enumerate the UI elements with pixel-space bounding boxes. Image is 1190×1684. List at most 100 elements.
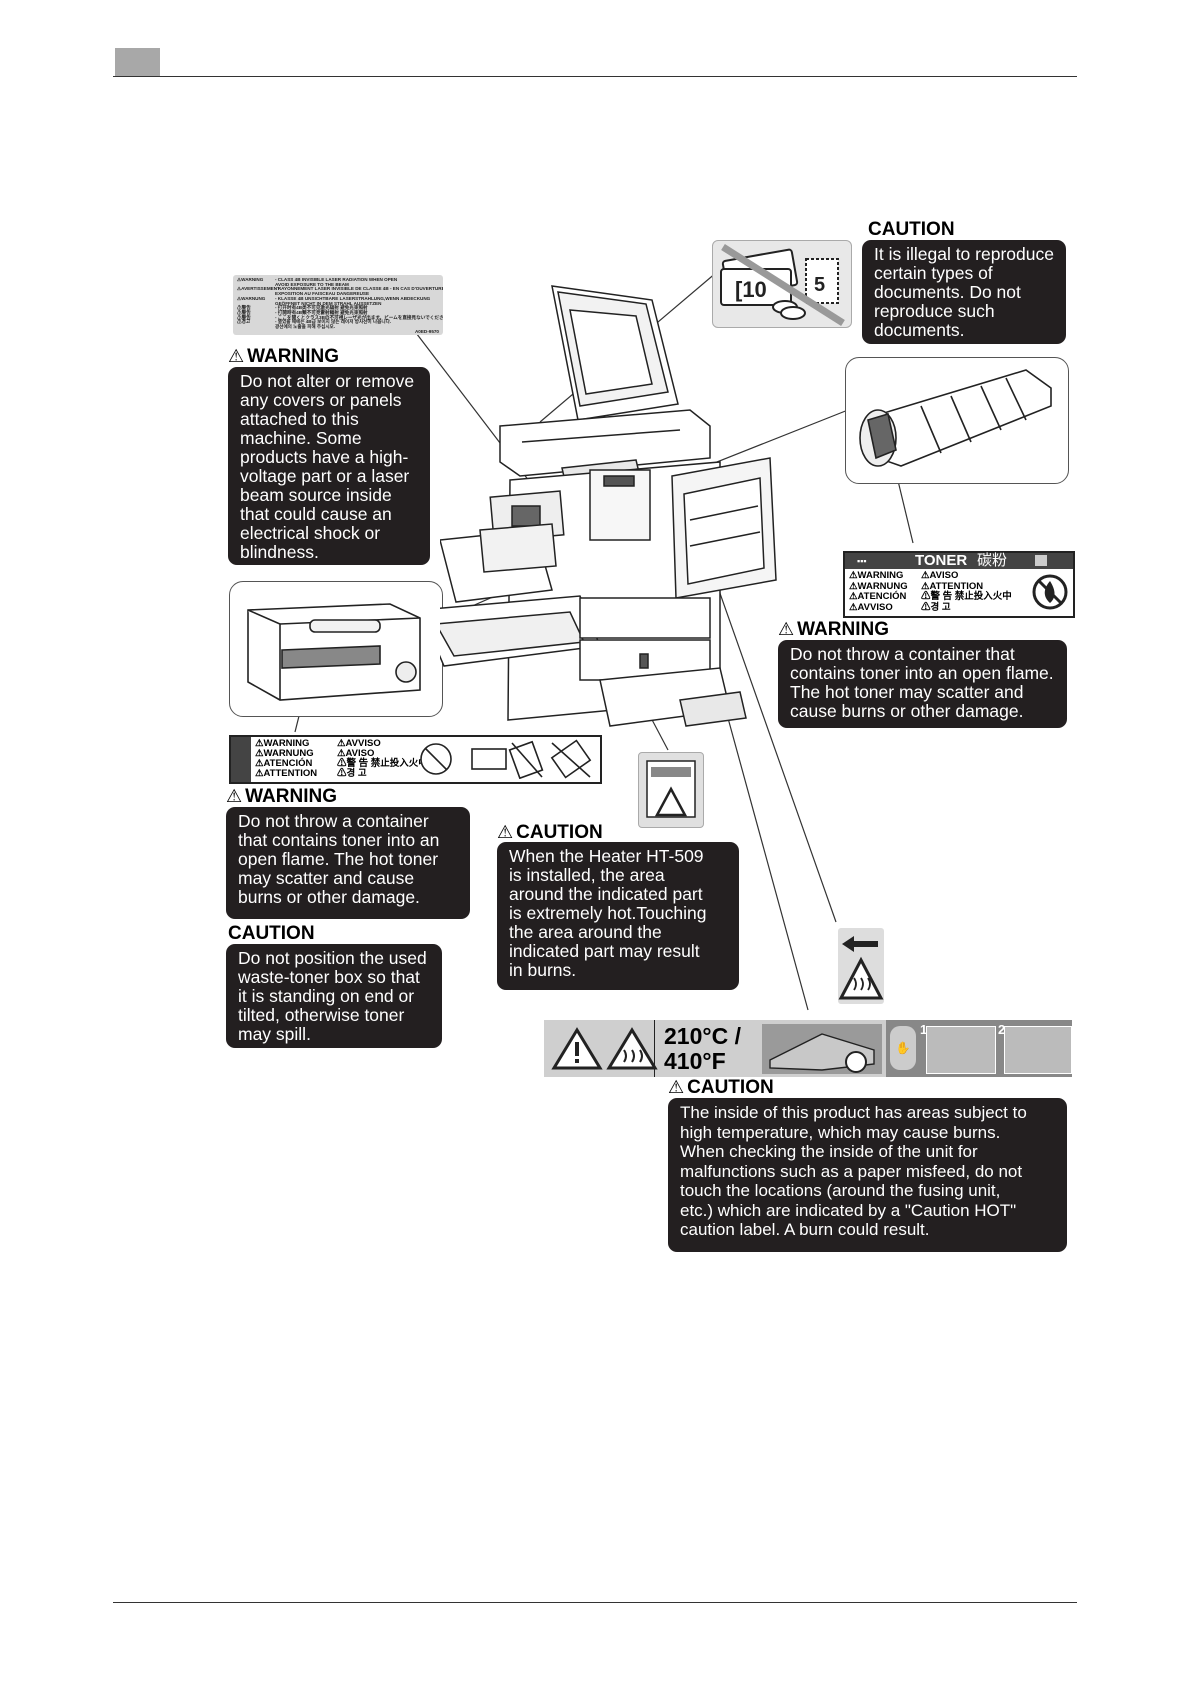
laser-label-row: ⚠AVERTISSEMENT- RAYONNEMENT LASER INVISI… xyxy=(237,286,443,292)
waste-box-slot xyxy=(479,523,557,573)
laser-label-row: ⚠警告 - 打開時有4B類不可見雷射輻射 避免光束照射 xyxy=(237,309,439,316)
coin-icon xyxy=(772,300,806,320)
svg-text:[10: [10 xyxy=(735,277,767,302)
scanner-bed xyxy=(499,409,711,477)
toner-label: ▪▪▪ TONER 碳粉 ⚠WARNING ⚠WARNUNG ⚠ATENCIÓN… xyxy=(843,551,1075,618)
no-touch-icon xyxy=(845,1051,867,1073)
laser-label-text: - 열었을 때에는 4B급 보이지 않는 레이저 방사선이 나옵니다. xyxy=(275,319,392,325)
laser-label-row: ⚠警告 - 打开时有4B类不可见激光辐射 避免光束照射 xyxy=(237,305,439,311)
warning-triangle-icon xyxy=(654,786,688,817)
warning-triangle-icon: ⚠ xyxy=(778,619,795,639)
temp-label-divider xyxy=(654,1020,655,1077)
laser-label-lang: ⚠警告 xyxy=(237,305,251,311)
toner-bottle-illustration xyxy=(845,357,1069,484)
no-fire-icon xyxy=(1032,574,1068,610)
heater-location xyxy=(639,653,649,669)
laser-label-lang: ⚠AVERTISSEMENT xyxy=(237,286,280,292)
toner-cartridge-highlight xyxy=(511,505,541,527)
laser-label-row: ⚠WARNING - CLASS 4B INVISIBLE LASER RADIA… xyxy=(237,277,439,283)
laser-label-text: - KLASSE 4B UNSICHTBARE LASERSTRAHLUNG,W… xyxy=(275,295,431,301)
waste-toner-box-illustration xyxy=(229,581,443,717)
warning-triangle-icon: ⚠ xyxy=(668,1077,685,1097)
svg-text:5: 5 xyxy=(814,274,825,296)
temp-fahrenheit: 410°F xyxy=(664,1048,726,1074)
waste-label-side-bar xyxy=(231,737,251,782)
callout-toner-right-heading: ⚠WARNING xyxy=(778,619,889,640)
callout-toner-right-box: Do not throw a container that contains t… xyxy=(778,640,1067,728)
callout-toner-left-heading: ⚠WARNING xyxy=(226,786,337,807)
callout-heater-box: When the Heater HT-509 is installed, the… xyxy=(497,842,739,990)
temp-celsius: 210°C / xyxy=(664,1023,741,1049)
temp-label-fuser-picture xyxy=(762,1024,882,1074)
laser-label-row: AVOID EXPOSURE TO THE BEAM xyxy=(237,281,439,288)
laser-label-text: 광선에의 노출을 피해 주십시오. xyxy=(275,324,336,330)
footer-rule xyxy=(113,1602,1077,1603)
header-rule xyxy=(113,76,1077,77)
warning-triangle-icon: ⚠ xyxy=(497,822,514,842)
laser-label-text: - 打开时有4B类不可见激光辐射 避免光束照射 xyxy=(275,305,368,311)
laser-label-text: - ここを開くとクラス3Bの不可視レーザ光が出ます。ビームを直接見ないでください… xyxy=(275,314,443,320)
callout-toner-left-box: Do not throw a container that contains t… xyxy=(226,807,470,919)
fusing-unit-hot-area xyxy=(603,475,635,487)
header-marker xyxy=(115,48,160,76)
toner-label-title-cn: 碳粉 xyxy=(977,552,1008,569)
temp-reading: 210°C / 410°F xyxy=(664,1024,741,1074)
callout-waste-box-heading: CAUTION xyxy=(228,923,315,944)
temp-label-hand-icon: ✋ xyxy=(890,1026,916,1070)
hot-arrow-label xyxy=(838,928,884,1004)
laser-label-row: GEÖFFNET NICHT IN DEM STRAHL AUSSETZEN xyxy=(237,300,439,307)
step-1-number: 1 xyxy=(920,1022,928,1037)
callout-inside-hot-heading: ⚠CAUTION xyxy=(668,1077,774,1098)
laser-warning-label: ⚠WARNING - CLASS 4B INVISIBLE LASER RADIA… xyxy=(233,275,443,335)
step-2-picture xyxy=(1004,1026,1072,1074)
laser-label-row: ⚠WARNUNG - KLASSE 4B UNSICHTBARE LASERSTR… xyxy=(237,295,439,302)
temperature-label: 210°C / 410°F ✋ 1 2 xyxy=(544,1020,1072,1077)
stamp-icon: 5 xyxy=(805,258,839,304)
callout-covers-heading: ⚠WARNING xyxy=(228,346,339,367)
step-2-number: 2 xyxy=(998,1022,1006,1037)
laser-label-text: - RAYONNEMENT LASER INVISIBLE DE CLASSE … xyxy=(275,286,443,292)
callout-heater-heading: ⚠CAUTION xyxy=(497,822,603,843)
laser-label-text: GEÖFFNET NICHT IN DEM STRAHL AUSSETZEN xyxy=(275,300,382,306)
waste-label-col2: ⚠AVVISO ⚠AVISO ⚠警 告 禁止投入火中 ⚠경 고 xyxy=(337,738,428,779)
toner-dots-icon: ▪▪▪ xyxy=(857,556,867,566)
waste-box-label: ⚠WARNING ⚠WARNUNG ⚠ATENCIÓN ⚠ATTENTION ⚠… xyxy=(229,735,602,784)
hot-surface-icon xyxy=(606,1027,658,1070)
toner-label-title: TONER xyxy=(915,552,968,569)
arrow-left-icon xyxy=(842,936,878,952)
laser-label-row: ⚠警告 - ここを開くとクラス3Bの不可視レーザ光が出ます。ビームを直接見ないでく… xyxy=(237,314,443,321)
no-reproduce-icon-tile: [10 5 xyxy=(712,240,852,328)
waste-label-pictograms xyxy=(420,739,592,779)
toner-label-col2: ⚠AVISO ⚠ATTENTION ⚠警 告 禁止投入火中 ⚠경 고 xyxy=(921,570,1012,613)
step-1-picture xyxy=(926,1026,996,1074)
warning-triangle-icon: ⚠ xyxy=(228,346,245,366)
laser-label-lang: ⚠警告 xyxy=(237,309,251,315)
box-upright-icon xyxy=(471,748,507,770)
laser-label-text: AVOID EXPOSURE TO THE BEAM xyxy=(275,281,349,287)
warning-triangle-icon: ⚠ xyxy=(226,786,243,806)
prohibit-slash xyxy=(721,244,845,326)
laser-label-text: - CLASS 4B INVISIBLE LASER RADIATION WHE… xyxy=(275,277,398,282)
laser-label-lang: ⚠WARNUNG xyxy=(237,295,266,301)
laser-label-row: ⚠경고 - 열었을 때에는 4B급 보이지 않는 레이저 방사선이 나옵니다. xyxy=(237,319,439,325)
waste-label-col1: ⚠WARNING ⚠WARNUNG ⚠ATENCIÓN ⚠ATTENTION xyxy=(255,738,318,779)
temp-label-steps: ✋ 1 2 xyxy=(886,1020,1072,1077)
callout-reproduce-box: It is illegal to reproduce certain types… xyxy=(862,240,1066,344)
callout-covers-box: Do not alter or remove any covers or pan… xyxy=(228,367,430,565)
laser-label-text: - 打開時有4B類不可見雷射輻射 避免光束照射 xyxy=(275,309,368,315)
laser-label-code: A0ED-9570 xyxy=(414,328,439,334)
recycle-icon xyxy=(1035,555,1047,566)
laser-label-lang: ⚠WARNING xyxy=(237,277,264,282)
laser-label-lang: ⚠경고 xyxy=(237,319,251,325)
toner-label-col1: ⚠WARNING ⚠WARNUNG ⚠ATENCIÓN ⚠AVVISO xyxy=(849,570,908,613)
laser-label-row: EXPOSITION AU FAISCEAU DANGEREUSE xyxy=(237,291,439,297)
laser-label-lang: ⚠警告 xyxy=(237,314,251,320)
mfp-machine-illustration xyxy=(440,285,777,727)
heater-label-tile xyxy=(638,752,704,828)
laser-label-row: 광선에의 노출을 피해 주십시오. xyxy=(237,324,439,330)
temp-label-icons xyxy=(551,1027,658,1070)
callout-inside-hot-box: The inside of this product has areas sub… xyxy=(668,1098,1067,1252)
callout-reproduce-heading: CAUTION xyxy=(868,219,955,240)
laser-label-text: EXPOSITION AU FAISCEAU DANGEREUSE xyxy=(275,291,370,297)
callout-waste-box-box: Do not position the used waste-toner box… xyxy=(226,944,442,1048)
